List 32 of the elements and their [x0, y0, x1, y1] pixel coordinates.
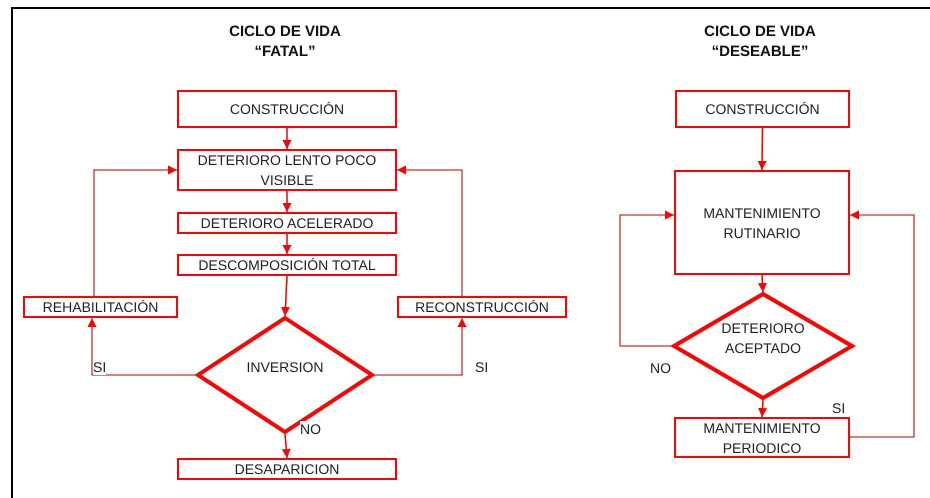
process-box: CONSTRUCCIÓN: [177, 90, 397, 128]
arrow: [620, 210, 674, 346]
arrow: [94, 166, 178, 296]
section-heading: CICLO DE VIDA “FATAL”: [228, 22, 342, 62]
process-box: MANTENIMIENTO RUTINARIO: [674, 170, 850, 275]
arrow: [396, 166, 462, 296]
arrow: [282, 434, 291, 458]
arrow: [88, 318, 196, 376]
arrow: [374, 318, 466, 376]
process-box: MANTENIMIENTO PERIODICO: [674, 417, 850, 458]
process-box: CONSTRUCCIÓN: [675, 90, 850, 128]
edge-label: NO: [300, 421, 321, 437]
arrow: [758, 274, 767, 292]
section-heading: CICLO DE VIDA “DESEABLE”: [703, 22, 817, 62]
arrow: [850, 210, 914, 438]
process-box: REHABILITACIÓN: [23, 296, 178, 318]
process-box: RECONSTRUCCIÓN: [397, 296, 567, 318]
arrow: [282, 191, 292, 212]
arrow: [758, 128, 767, 170]
arrow: [282, 234, 292, 254]
edge-label: SI: [832, 400, 846, 416]
process-box: DETERIORO LENTO POCO VISIBLE: [177, 149, 397, 191]
process-box: DETERIORO ACELERADO: [177, 212, 397, 234]
process-box: DESAPARICION: [177, 458, 397, 480]
process-box: DESCOMPOSICIÓN TOTAL: [177, 254, 397, 276]
arrow: [282, 128, 292, 149]
edge-label: NO: [650, 360, 671, 376]
edge-label: SI: [93, 359, 106, 375]
edge-label: SI: [475, 359, 488, 375]
decision-diamond: DETERIORO ACEPTADO: [672, 292, 854, 400]
arrow: [758, 400, 768, 418]
arrow: [280, 276, 290, 316]
